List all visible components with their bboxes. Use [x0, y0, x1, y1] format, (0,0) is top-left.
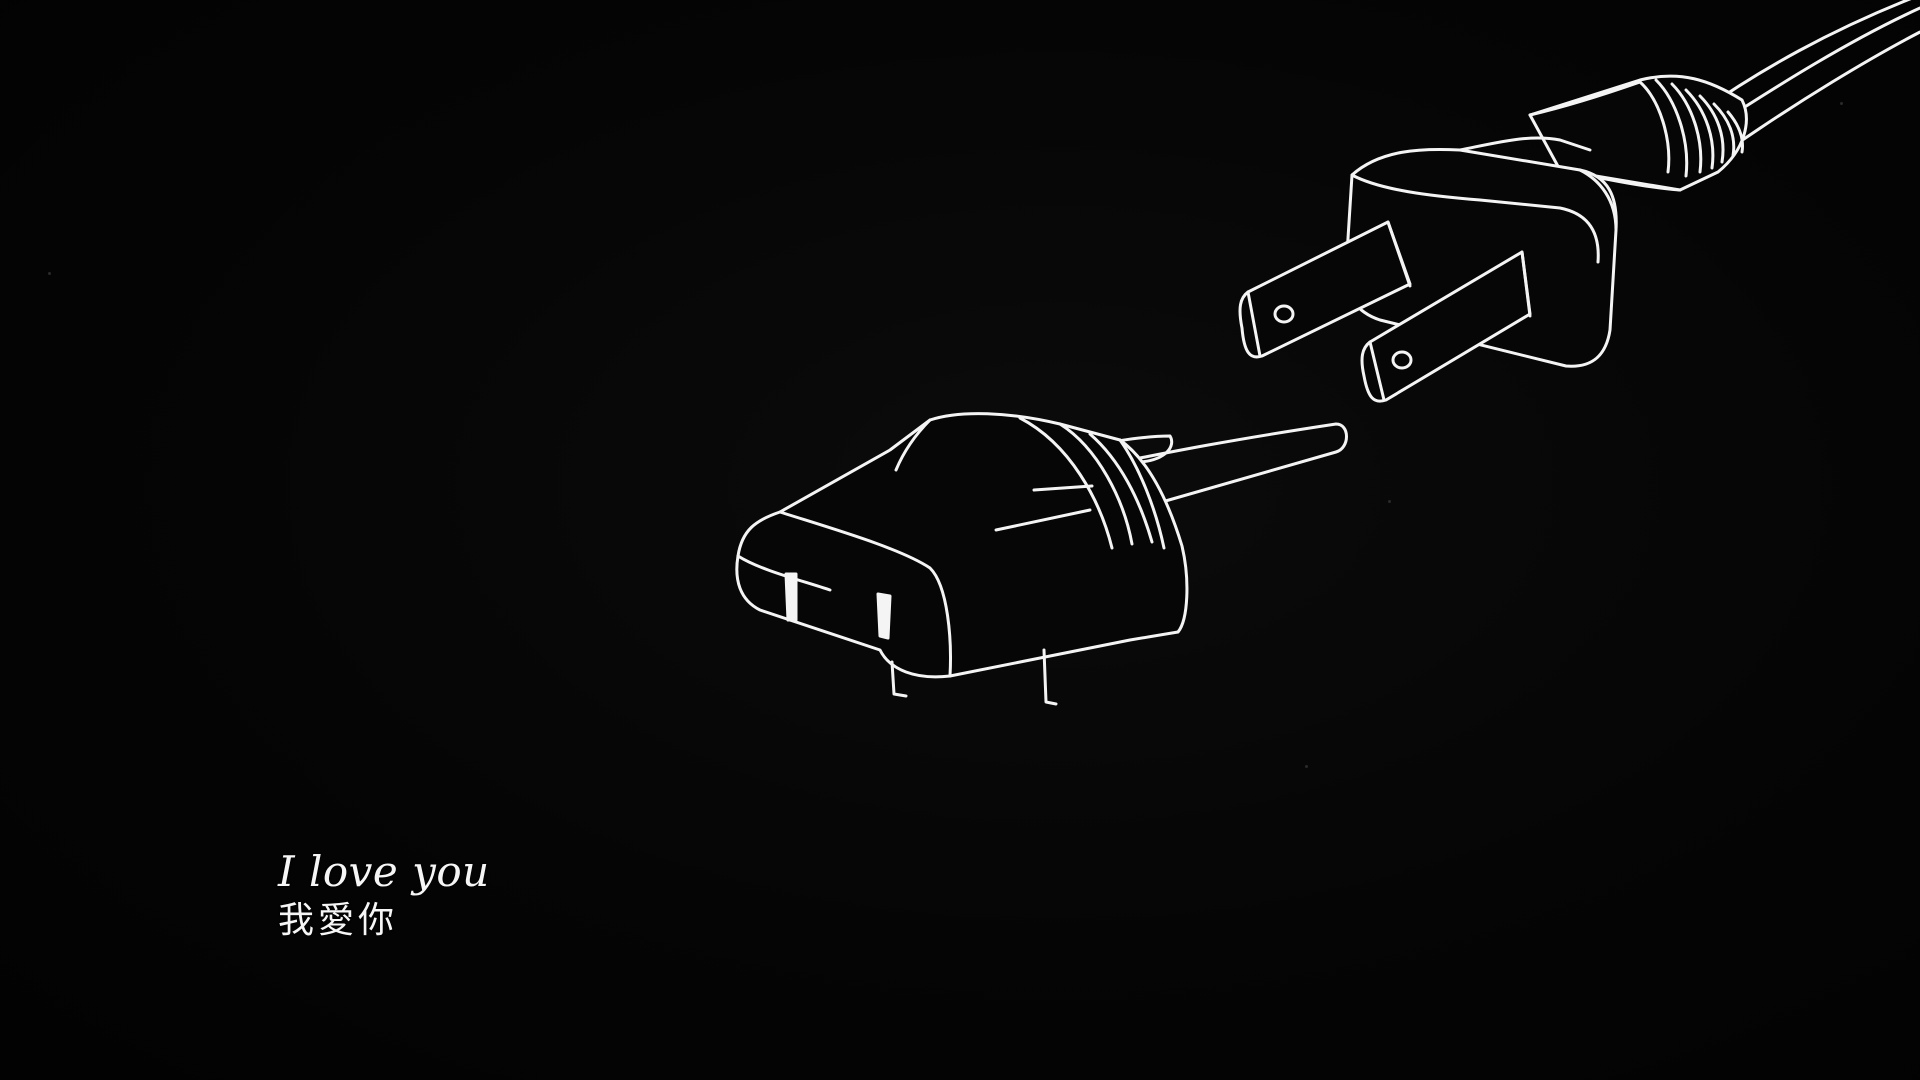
dust-speck [1305, 765, 1308, 768]
dust-speck [1840, 102, 1843, 105]
dust-speck [1388, 500, 1391, 503]
dust-speck [48, 272, 51, 275]
power-connector-icon [735, 412, 1348, 706]
subtitle-english: I love you [278, 847, 490, 896]
subtitle-chinese: 我愛你 [278, 900, 399, 942]
subtitle-block: I love you 我愛你 [278, 847, 490, 942]
power-plug-icon [1238, 0, 1920, 403]
